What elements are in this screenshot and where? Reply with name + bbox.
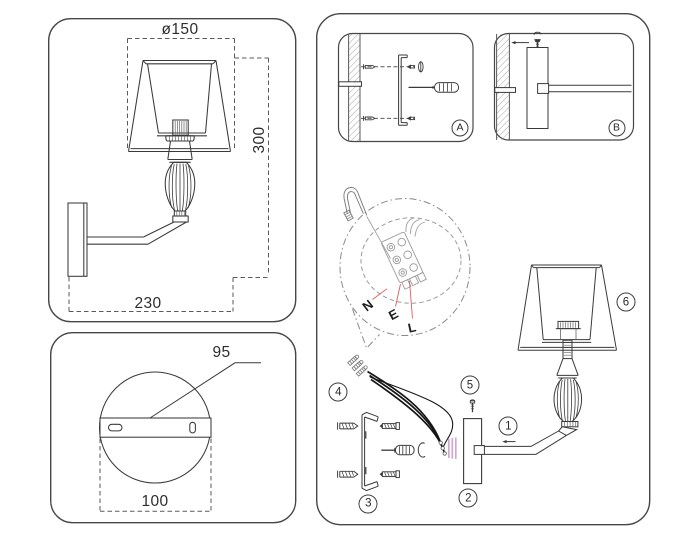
plate-view-diagram bbox=[98, 362, 261, 512]
strain-relief-coil bbox=[447, 437, 457, 459]
panel-assembly bbox=[316, 12, 651, 526]
wire-label-leaders bbox=[372, 280, 413, 319]
part-4-badge: 4 bbox=[328, 382, 348, 402]
lampshade-part6 bbox=[517, 264, 617, 351]
wires bbox=[367, 370, 446, 453]
wall-plate-side bbox=[67, 202, 88, 277]
dimension-lines bbox=[68, 38, 269, 312]
callout-balloon bbox=[339, 198, 471, 336]
dimension-spacing-label: 95 bbox=[212, 343, 231, 361]
step-b-diagram bbox=[494, 31, 632, 140]
screwdriver-icon-a bbox=[408, 82, 459, 93]
dimension-depth-label: 230 bbox=[134, 294, 162, 312]
part-6-badge: 6 bbox=[616, 292, 636, 312]
slide-arrow-icon-b bbox=[511, 41, 529, 45]
glass-ornament-side bbox=[164, 161, 196, 217]
arm-side bbox=[67, 202, 189, 277]
wall-hatch-a bbox=[348, 34, 360, 141]
insert-arrow-icon bbox=[502, 440, 507, 444]
panel-side-view bbox=[48, 18, 297, 323]
panel-borders bbox=[48, 12, 651, 526]
supply-cable-hook bbox=[343, 187, 391, 259]
part-2-badge: 2 bbox=[458, 488, 478, 508]
backplate-ghost-circle bbox=[360, 217, 462, 304]
wiring-callout-diagram bbox=[339, 187, 471, 350]
top-screw-icon-b bbox=[533, 31, 542, 48]
dimension-height-label: 300 bbox=[250, 126, 268, 154]
wall-stub-b bbox=[494, 87, 516, 93]
leader-line-95 bbox=[149, 362, 261, 419]
keyhole-slot-left bbox=[107, 423, 123, 432]
mounting-screw-icon bbox=[379, 422, 400, 479]
glass-ornament-assembled bbox=[553, 339, 583, 428]
parts-diagram bbox=[337, 264, 617, 492]
wire-set-part4 bbox=[347, 354, 457, 459]
screw-axis-lines bbox=[361, 66, 414, 119]
part-1-badge: 1 bbox=[498, 416, 518, 436]
arm-part1 bbox=[484, 426, 579, 455]
screw-part5 bbox=[469, 399, 476, 413]
panel-plate-view bbox=[50, 332, 297, 524]
step-a-badge: A bbox=[451, 119, 469, 136]
wall-stub-a bbox=[338, 81, 362, 87]
dimension-diameter-label: ø150 bbox=[161, 20, 199, 38]
step-b-badge: B bbox=[608, 119, 625, 136]
wire-ferrules bbox=[438, 440, 447, 456]
panel-step-b bbox=[493, 32, 635, 141]
arm-lines-b bbox=[548, 84, 632, 93]
dimension-lines-100 bbox=[99, 438, 212, 512]
part-5-badge: 5 bbox=[460, 375, 480, 395]
backplate-part2 bbox=[463, 418, 485, 485]
wall-anchor-icon bbox=[337, 422, 359, 478]
bracket-part3 bbox=[361, 411, 379, 492]
panel-step-a bbox=[337, 32, 474, 143]
keyhole-slot-right bbox=[189, 421, 196, 434]
part-3-badge: 3 bbox=[358, 494, 378, 513]
wall-screw-icon bbox=[363, 64, 376, 121]
grommet-ring-icon bbox=[417, 442, 426, 458]
dimension-plate-width-label: 100 bbox=[141, 492, 169, 510]
socket-side bbox=[165, 119, 195, 163]
screwdriver-icon-parts bbox=[381, 442, 426, 458]
wall-hatch-b bbox=[496, 34, 510, 140]
side-view-diagram bbox=[67, 38, 269, 312]
lampshade-side bbox=[127, 59, 232, 153]
loose-screw-icon bbox=[418, 61, 424, 73]
mounting-bar bbox=[99, 417, 212, 438]
callout-tail bbox=[352, 308, 380, 350]
arm-joint-b bbox=[537, 83, 550, 94]
step-a-diagram bbox=[338, 34, 459, 141]
bracket-profile-a bbox=[398, 54, 408, 126]
bracket-screw-icon bbox=[406, 64, 416, 121]
